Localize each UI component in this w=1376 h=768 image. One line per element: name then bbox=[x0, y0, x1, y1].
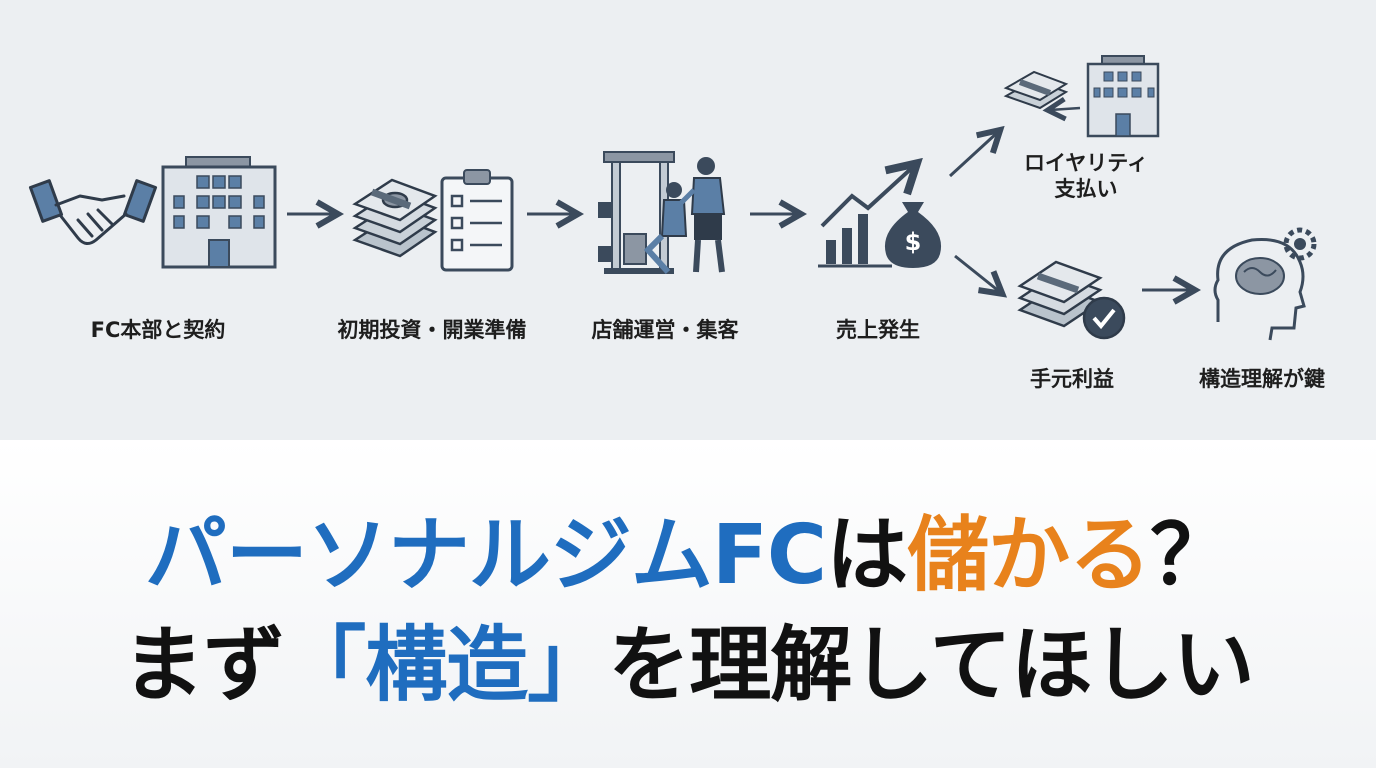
key-label: 構造理解が鍵 bbox=[1199, 367, 1325, 391]
building-icon bbox=[161, 156, 277, 269]
headline-line1: パーソナルジムFCは儲かる？ bbox=[0, 488, 1376, 607]
headline-brand: パーソナルジムFC bbox=[144, 508, 827, 603]
royalty-label-line2: 支払い bbox=[1054, 177, 1118, 202]
profit-check-icon bbox=[1017, 260, 1126, 340]
royalty-label: ロイヤリティ 支払い bbox=[1024, 150, 1148, 203]
headline-tail: を理解してほしい bbox=[608, 618, 1255, 713]
royalty-money-icon bbox=[1003, 70, 1069, 110]
step-label-operation: 店舗運営・集客 bbox=[591, 318, 739, 342]
headline-structure-word: 構造 bbox=[365, 618, 528, 713]
headline-question-mark: ？ bbox=[1150, 508, 1232, 603]
headline-panel bbox=[0, 440, 1376, 768]
money-bag-icon: $ bbox=[884, 202, 942, 268]
headline-bracket-close: 」 bbox=[527, 618, 609, 713]
headline-line2: まず「構造」を理解してほしい bbox=[0, 598, 1376, 717]
headline-particle: は bbox=[826, 508, 908, 603]
arrow-to-hq bbox=[1050, 108, 1081, 110]
flow-diagram: $ bbox=[28, 55, 1317, 341]
profit-label: 手元利益 bbox=[1030, 367, 1114, 391]
handshake-icon bbox=[28, 179, 158, 245]
brain-gear-icon bbox=[1213, 227, 1317, 341]
money-stack-icon bbox=[352, 178, 438, 258]
headline-lead: まず bbox=[122, 618, 285, 713]
hq-building-icon bbox=[1086, 55, 1160, 138]
headline-bracket-open: 「 bbox=[284, 618, 366, 713]
checklist-icon bbox=[440, 169, 514, 272]
step-label-sales: 売上発生 bbox=[836, 318, 920, 342]
arrow-royalty bbox=[948, 132, 998, 178]
headline-profit-word: 儲かる bbox=[907, 508, 1151, 603]
growth-chart-icon bbox=[818, 166, 914, 268]
step-label-investment: 初期投資・開業準備 bbox=[337, 318, 527, 342]
svg-text:$: $ bbox=[905, 228, 922, 256]
arrow-profit bbox=[954, 254, 1000, 292]
royalty-label-line1: ロイヤリティ bbox=[1023, 151, 1149, 175]
gym-trainer-icon bbox=[598, 151, 726, 275]
step-label-contract: FC本部と契約 bbox=[90, 318, 226, 342]
